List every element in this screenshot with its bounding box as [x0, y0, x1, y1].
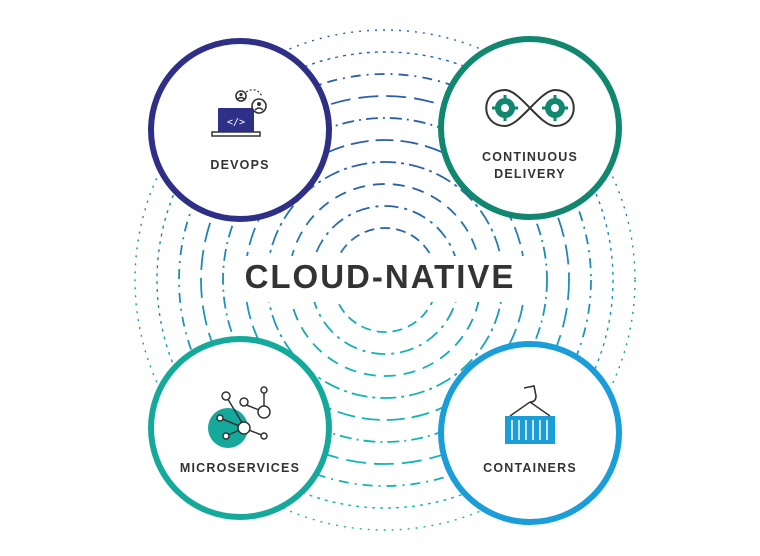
center-title: CLOUD-NATIVE	[244, 258, 516, 295]
svg-text:</>: </>	[227, 117, 245, 128]
continuous-delivery-label-line2: DELIVERY	[494, 167, 566, 181]
continuous-delivery-label-line1: CONTINUOUS	[481, 150, 579, 164]
ring-7	[200, 95, 570, 465]
ring-6	[222, 117, 548, 443]
ring-9	[156, 51, 614, 509]
ring-8	[178, 73, 592, 487]
center-title-backing	[242, 256, 532, 302]
shipping-container-crane-icon	[505, 385, 555, 444]
microservices-node	[148, 336, 332, 520]
microservices-label: MICROSERVICES	[179, 461, 301, 475]
devops-node: </>	[148, 38, 332, 222]
continuous-delivery-node	[438, 36, 622, 220]
network-nodes-icon	[208, 386, 271, 448]
devops-label: DEVOPS	[210, 158, 270, 172]
containers-node	[438, 341, 622, 525]
concentric-rings	[134, 29, 636, 531]
gears-infinity-icon	[485, 88, 575, 128]
laptop-code-people-icon: </>	[211, 89, 267, 137]
containers-label: CONTAINERS	[483, 461, 577, 475]
ring-10	[134, 29, 636, 531]
continuous-delivery-label: CONTINUOUS DELIVERY	[450, 149, 610, 183]
